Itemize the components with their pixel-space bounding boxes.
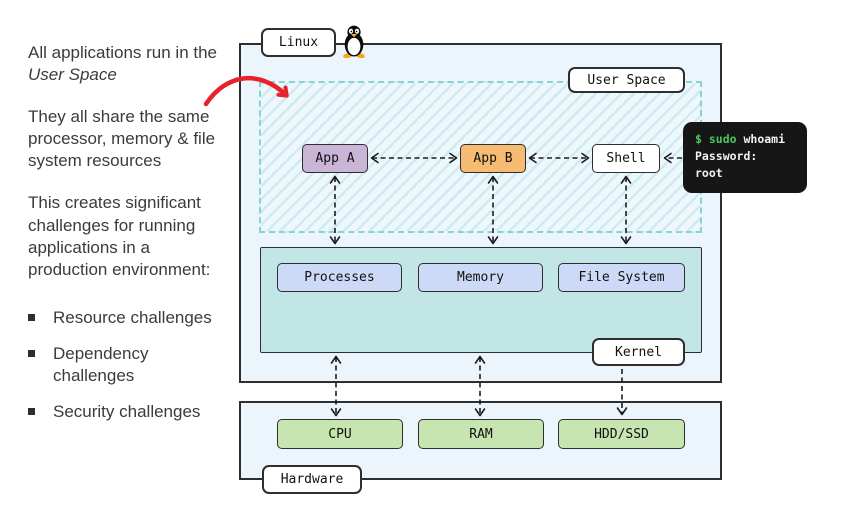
hardware-label: Hardware — [262, 465, 362, 494]
terminal-prompt: $ sudo — [695, 132, 737, 146]
bullet-security: Security challenges — [53, 402, 201, 422]
file-system-box: File System — [558, 263, 685, 292]
paragraph-shared-resources: They all share the same processor, memor… — [28, 107, 216, 171]
bullet-square-icon — [28, 408, 35, 416]
app-b-box: App B — [460, 144, 526, 173]
hdd-ssd-box: HDD/SSD — [558, 419, 685, 449]
kernel-label: Kernel — [592, 338, 685, 366]
memory-box: Memory — [418, 263, 543, 292]
tux-penguin-icon — [343, 25, 365, 58]
user-space-label: User Space — [568, 67, 685, 93]
challenges-list: Resource challenges Dependency challenge… — [28, 307, 226, 423]
annotation-panel: All applications run in the User Space T… — [28, 42, 226, 437]
cpu-box: CPU — [277, 419, 403, 449]
ram-box: RAM — [418, 419, 544, 449]
terminal-window: $ sudo whoami Password: root — [683, 122, 807, 193]
paragraph-challenges: This creates significant challenges for … — [28, 193, 211, 279]
terminal-password-line: Password: — [695, 149, 758, 163]
linux-label: Linux — [261, 28, 336, 57]
paragraph-user-space-text: All applications run in the — [28, 43, 218, 62]
list-item: Security challenges — [28, 401, 226, 423]
processes-box: Processes — [277, 263, 402, 292]
list-item: Resource challenges — [28, 307, 226, 329]
bullet-square-icon — [28, 313, 35, 321]
terminal-output: root — [695, 166, 723, 180]
terminal-command: whoami — [736, 132, 786, 146]
bullet-square-icon — [28, 349, 35, 357]
bullet-dependency: Dependency challenges — [53, 343, 149, 386]
paragraph-user-space: All applications run in the User Space — [28, 42, 226, 86]
bullet-resource: Resource challenges — [53, 307, 212, 327]
user-space-emphasis: User Space — [28, 65, 117, 85]
app-a-box: App A — [302, 144, 368, 173]
list-item: Dependency challenges — [28, 343, 226, 387]
shell-box: Shell — [592, 144, 660, 173]
